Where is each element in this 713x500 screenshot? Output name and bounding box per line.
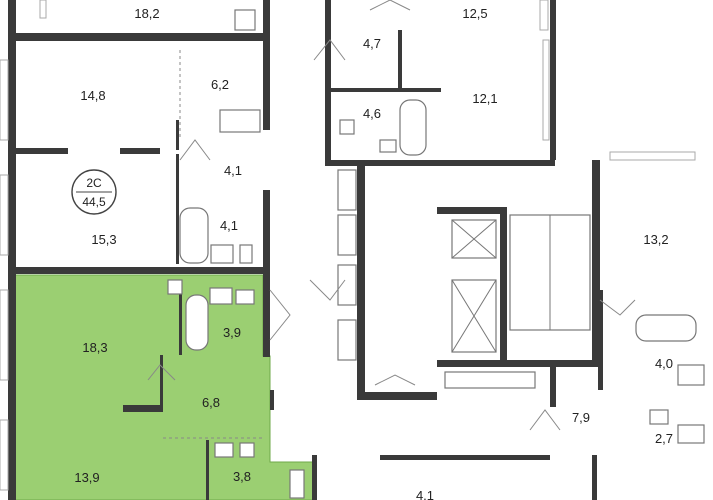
room-area-r15: 6,8 bbox=[202, 395, 220, 410]
room-area-r2: 12,5 bbox=[462, 6, 487, 21]
room-area-r18: 13,9 bbox=[74, 470, 99, 485]
apartment-area: 44,5 bbox=[82, 195, 106, 209]
room-area-r12: 18,3 bbox=[82, 340, 107, 355]
walls bbox=[8, 0, 603, 500]
fixtures bbox=[167, 9, 705, 499]
room-area-r17: 2,7 bbox=[655, 431, 673, 446]
apartment-badge[interactable]: 2С 44,5 bbox=[71, 169, 117, 215]
doors bbox=[147, 0, 636, 439]
room-area-r9: 4,1 bbox=[220, 218, 238, 233]
room-area-r13: 3,9 bbox=[223, 325, 241, 340]
room-area-r11: 13,2 bbox=[643, 232, 668, 247]
room-area-r20: 4,1 bbox=[416, 488, 434, 500]
room-labels: 18,2 12,5 4,7 14,8 6,2 4,6 12,1 4,1 4,1 … bbox=[74, 6, 673, 500]
room-area-r16: 7,9 bbox=[572, 410, 590, 425]
room-area-r5: 6,2 bbox=[211, 77, 229, 92]
room-area-r8: 4,1 bbox=[224, 163, 242, 178]
room-area-r14: 4,0 bbox=[655, 356, 673, 371]
apartment-code: 2С bbox=[86, 176, 102, 190]
room-area-r10: 15,3 bbox=[91, 232, 116, 247]
windows bbox=[0, 0, 696, 491]
room-area-r4: 14,8 bbox=[80, 88, 105, 103]
room-area-r19: 3,8 bbox=[233, 469, 251, 484]
room-area-r7: 12,1 bbox=[472, 91, 497, 106]
room-area-r3: 4,7 bbox=[363, 36, 381, 51]
room-area-r6: 4,6 bbox=[363, 106, 381, 121]
room-area-r1: 18,2 bbox=[134, 6, 159, 21]
